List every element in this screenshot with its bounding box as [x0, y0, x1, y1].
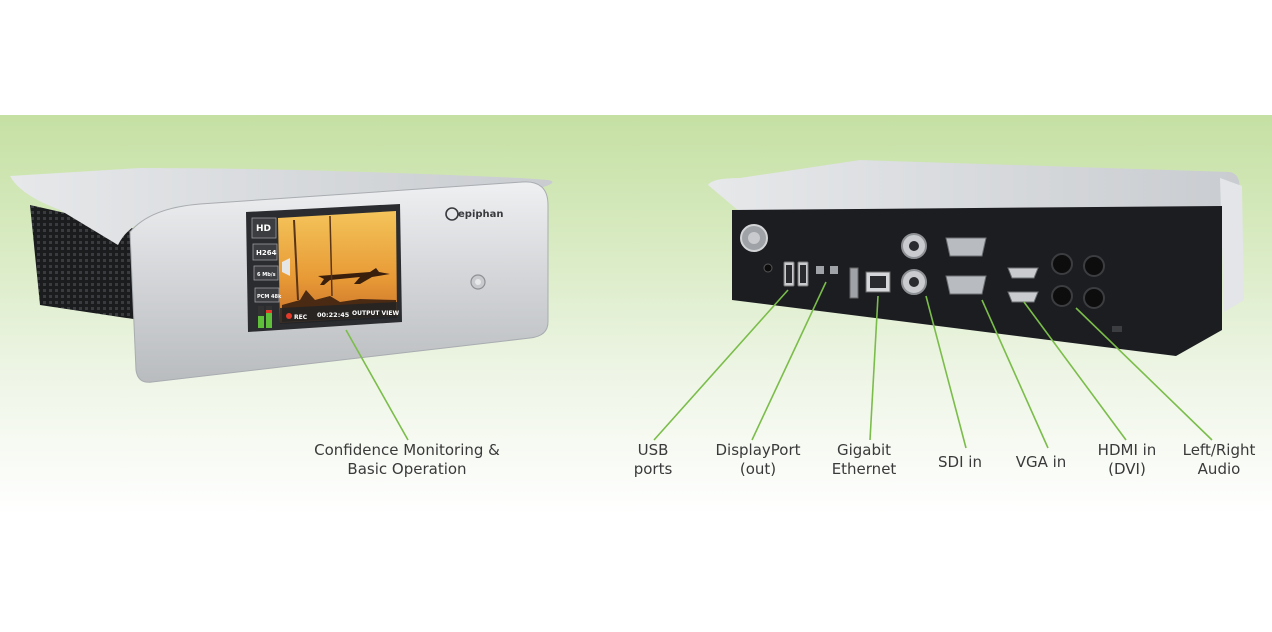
- badge-audio-text: PCM 48k: [257, 294, 282, 300]
- callout-sdi-in: SDI in: [938, 453, 982, 471]
- callout-line-audio: [1075, 307, 1213, 441]
- kensington-lock: [1112, 326, 1122, 332]
- epiphan-logo-icon: [445, 207, 459, 221]
- epiphan-logo: epiphan: [458, 209, 504, 220]
- badge-codec: [252, 243, 278, 261]
- sdi-connectors: [901, 233, 927, 295]
- callout-line-front: [345, 329, 409, 441]
- callout-gigabit-ethernet: Gigabit Ethernet: [831, 441, 897, 478]
- back-device-side: [1220, 178, 1244, 312]
- badge-bitrate-text: 6 Mb/s: [257, 272, 276, 278]
- vga-ports: [945, 237, 987, 295]
- callout-lines: [345, 281, 1213, 449]
- hdmi-ports: [1007, 267, 1039, 303]
- front-device: HD H264 6 Mb/s PCM 48k REC 00:22:45 OUTP…: [10, 168, 553, 383]
- timecode: 00:22:45: [317, 311, 350, 319]
- displayport-ports: [816, 266, 838, 274]
- callout-line-sdi: [925, 295, 967, 449]
- badge-codec-text: H264: [256, 249, 277, 257]
- badge-hd: [251, 217, 277, 239]
- rec-label: REC: [294, 314, 308, 321]
- callout-displayport: DisplayPort (out): [715, 441, 801, 478]
- callout-line-usb: [653, 289, 789, 441]
- airplane-silhouette: [318, 268, 390, 285]
- badge-audio: [254, 287, 280, 303]
- audio-jacks: [1051, 253, 1105, 309]
- callout-line-displayport: [751, 281, 827, 441]
- callout-line-gigabit: [869, 295, 879, 441]
- back-device-top: [708, 160, 1240, 212]
- callout-line-hdmi: [1023, 301, 1127, 441]
- dc-power-jack: [763, 263, 773, 273]
- callout-line-vga: [981, 299, 1049, 449]
- audio-meter: [258, 306, 272, 328]
- callout-audio: Left/Right Audio: [1182, 441, 1256, 478]
- badge-bitrate: [253, 265, 279, 281]
- callout-usb-ports: USB ports: [633, 441, 673, 478]
- back-device: [708, 160, 1244, 356]
- usb-ports: [783, 261, 809, 287]
- callout-vga-in: VGA in: [1015, 453, 1067, 471]
- screen-menu-arrow-icon: [282, 258, 290, 276]
- aux-port: [849, 267, 859, 299]
- output-view-label: OUTPUT VIEW: [352, 310, 399, 317]
- badge-hd-text: HD: [256, 224, 271, 234]
- callout-confidence-monitoring: Confidence Monitoring & Basic Operation: [314, 441, 500, 478]
- rec-dot-icon: [286, 313, 292, 319]
- screen-status-bar: [280, 302, 397, 324]
- callout-hdmi-in: HDMI in (DVI): [1097, 441, 1157, 478]
